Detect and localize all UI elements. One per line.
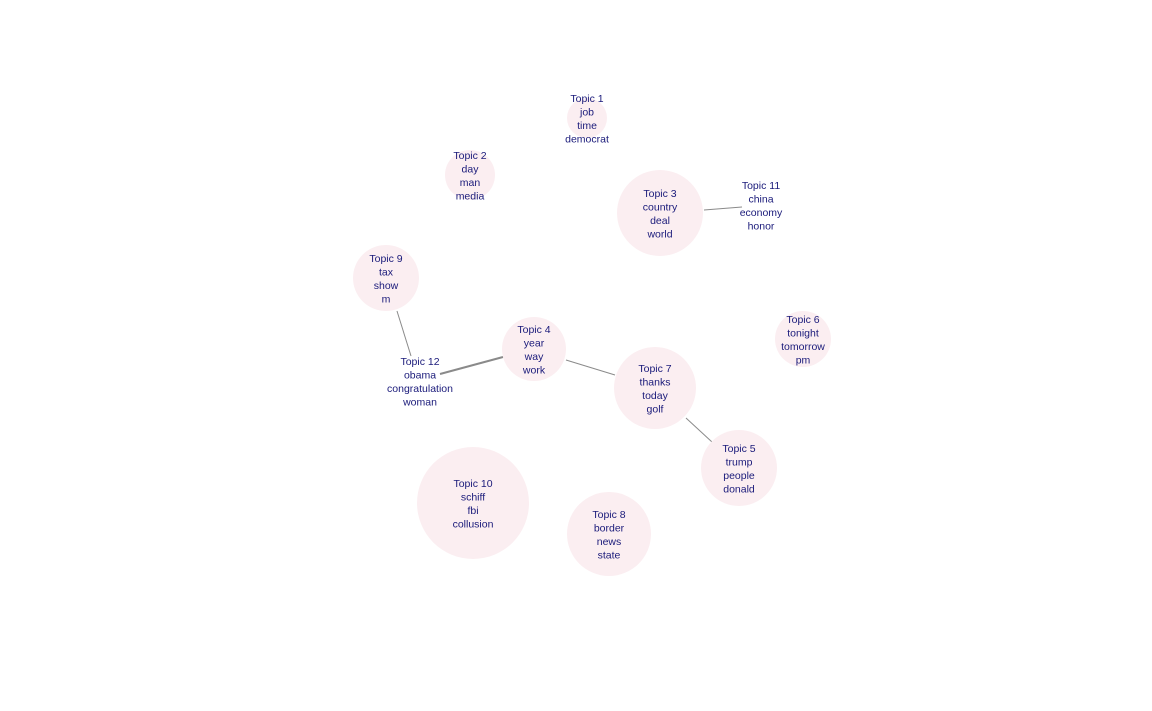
topic-word: world bbox=[646, 228, 672, 240]
topic-title: Topic 3 bbox=[643, 188, 676, 200]
topic-word: m bbox=[382, 293, 391, 305]
topic-word: donald bbox=[723, 483, 755, 495]
edge-topic-7-topic-5 bbox=[685, 417, 713, 443]
topic-title: Topic 8 bbox=[592, 509, 625, 521]
topic-node-circle bbox=[417, 447, 529, 559]
topic-word: obama bbox=[404, 369, 436, 381]
topic-node-circle bbox=[502, 317, 566, 381]
topic-word: today bbox=[642, 390, 668, 402]
topic-word: deal bbox=[650, 215, 670, 227]
topic-word: honor bbox=[748, 220, 775, 232]
topic-word: border bbox=[594, 522, 625, 534]
edges-layer bbox=[396, 206, 743, 443]
topic-title: Topic 10 bbox=[453, 478, 492, 490]
edge-topic-9-topic-12 bbox=[396, 310, 412, 357]
topic-word: time bbox=[577, 120, 597, 132]
topic-word: state bbox=[598, 549, 621, 561]
topic-node-circle bbox=[614, 347, 696, 429]
topic-word: country bbox=[643, 201, 678, 213]
topic-title: Topic 7 bbox=[638, 363, 671, 375]
topic-word: people bbox=[723, 470, 755, 482]
edge-topic-3-topic-11 bbox=[703, 206, 743, 211]
topic-node-circle bbox=[445, 150, 495, 200]
topic-word: news bbox=[597, 536, 622, 548]
topic-word: fbi bbox=[467, 505, 478, 517]
topic-word: show bbox=[374, 280, 399, 292]
topic-word: tomorrow bbox=[781, 341, 825, 353]
topic-title: Topic 9 bbox=[369, 253, 402, 265]
topic-word: woman bbox=[402, 396, 437, 408]
topic-title: Topic 12 bbox=[400, 356, 439, 368]
topic-word: job bbox=[579, 106, 594, 118]
topic-word: congratulation bbox=[387, 383, 453, 395]
topic-word: year bbox=[524, 337, 545, 349]
topic-word: man bbox=[460, 177, 481, 189]
edge-topic-12-topic-4 bbox=[439, 356, 504, 375]
topic-node-circle bbox=[775, 311, 831, 367]
topic-word: work bbox=[522, 364, 546, 376]
topic-word: democrat bbox=[565, 133, 609, 145]
topic-word: economy bbox=[740, 207, 783, 219]
topic-word: tonight bbox=[787, 327, 819, 339]
topic-title: Topic 4 bbox=[517, 324, 550, 336]
topic-node-circle bbox=[617, 170, 703, 256]
topic-title: Topic 11 bbox=[742, 180, 780, 192]
topic-node-circle bbox=[701, 430, 777, 506]
topic-word: tax bbox=[379, 266, 394, 278]
topic-node-circle bbox=[567, 492, 651, 576]
topic-word: golf bbox=[647, 403, 664, 415]
topic-title: Topic 6 bbox=[786, 314, 819, 326]
topic-title: Topic 2 bbox=[453, 150, 486, 162]
topic-word: trump bbox=[726, 456, 753, 468]
topic-word: schiff bbox=[461, 491, 485, 503]
topic-node-circle bbox=[353, 245, 419, 311]
topic-word: china bbox=[748, 193, 773, 205]
topic-word: collusion bbox=[453, 518, 494, 530]
topic-word: media bbox=[456, 190, 485, 202]
topic-word: way bbox=[524, 351, 544, 363]
topic-node-circle bbox=[567, 98, 607, 138]
edge-topic-4-topic-7 bbox=[565, 359, 616, 376]
topic-word: pm bbox=[796, 354, 811, 366]
topic-word: thanks bbox=[640, 376, 671, 388]
topic-title: Topic 1 bbox=[570, 93, 603, 105]
topic-title: Topic 5 bbox=[722, 443, 755, 455]
topic-word: day bbox=[462, 163, 480, 175]
